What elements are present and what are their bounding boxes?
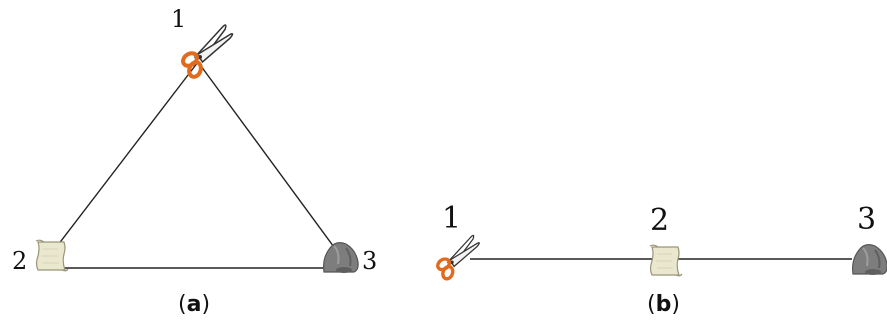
paper-icon [35, 239, 69, 272]
paper-icon [649, 244, 683, 277]
node-1-label: 1 [442, 201, 461, 236]
caption-a: (a) [178, 292, 210, 317]
edge-1-2 [47, 61, 199, 259]
rock-icon [851, 243, 887, 276]
node-2-label: 2 [650, 203, 669, 238]
panel-b: 1 2 3 (b) [434, 201, 887, 317]
panel-a: 1 2 3 (a) [12, 5, 377, 317]
node-1-label: 1 [171, 5, 186, 33]
node-3-label: 3 [362, 247, 377, 275]
caption-b: (b) [647, 292, 680, 317]
edge-1-3 [197, 61, 343, 259]
node-3-label: 3 [857, 202, 876, 237]
rock-icon [322, 241, 360, 274]
scissors-icon [178, 23, 235, 81]
node-2-label: 2 [12, 247, 27, 275]
scissors-icon [434, 233, 481, 282]
